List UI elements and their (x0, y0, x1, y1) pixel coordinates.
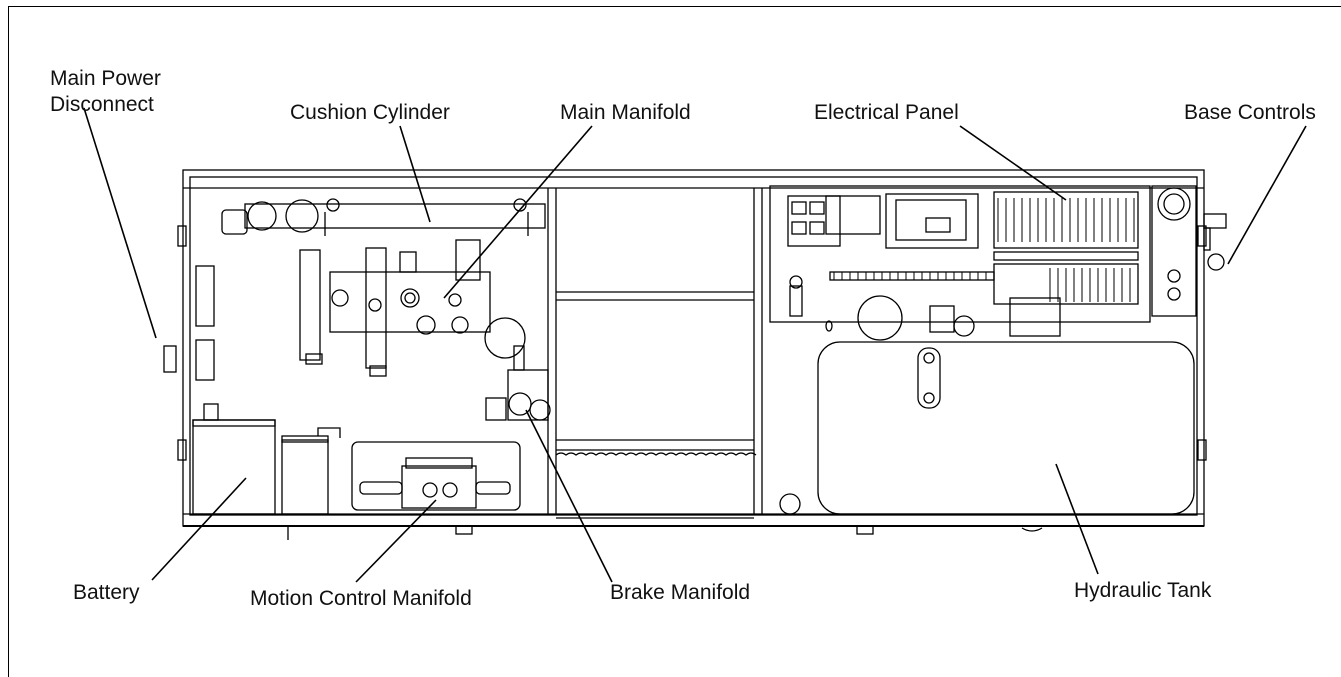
leader-cushion-cylinder (399, 125, 431, 223)
label-brake-manifold: Brake Manifold (610, 581, 751, 604)
enclosure (177, 169, 1207, 540)
leader-motion-control-manifold (355, 499, 437, 583)
main-manifold-drawing (299, 239, 526, 377)
label-motion-control-manifold: Motion Control Manifold (250, 587, 472, 610)
middle-bay (555, 291, 757, 519)
leader-main-manifold (443, 125, 593, 299)
leader-base-controls (1227, 125, 1307, 265)
label-hydraulic-tank: Hydraulic Tank (1074, 579, 1212, 602)
label-base-controls: Base Controls (1184, 101, 1316, 124)
label-battery: Battery (73, 581, 140, 604)
figure-frame (8, 6, 1341, 677)
leader-main-power-disconnect (83, 107, 157, 339)
leader-battery (151, 477, 247, 581)
hydraulic-tank-drawing (779, 295, 1195, 515)
label-main-power-disconnect: Main Power Disconnect (50, 67, 161, 116)
label-cushion-cylinder: Cushion Cylinder (290, 101, 450, 124)
electrical-panel-drawing (769, 185, 1197, 323)
cushion-cylinder (221, 198, 546, 236)
panel-terminal-marks (833, 198, 1135, 302)
brake-manifold-drawing (485, 345, 551, 421)
leader-electrical-panel (959, 125, 1067, 201)
leader-brake-manifold (525, 409, 613, 583)
label-electrical-panel: Electrical Panel (814, 101, 959, 124)
battery-drawing (163, 265, 341, 515)
leader-lines (83, 107, 1307, 583)
motion-control-manifold-drawing (351, 441, 521, 511)
base-controls-drawing (1203, 213, 1227, 271)
label-main-manifold: Main Manifold (560, 101, 691, 124)
leader-hydraulic-tank (1055, 463, 1099, 575)
